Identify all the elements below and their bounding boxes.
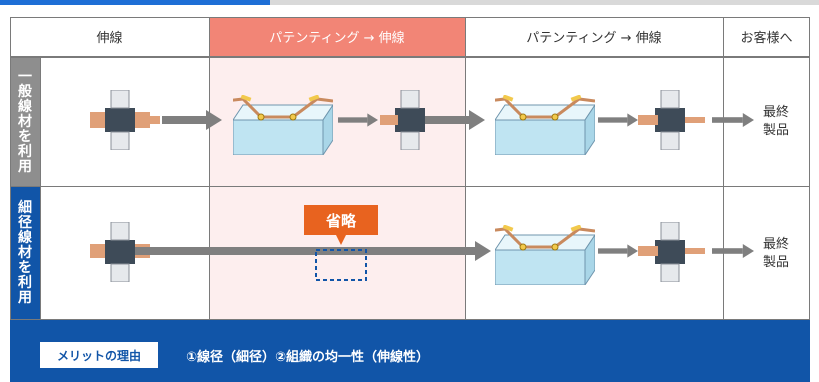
final-product-row2-line1: 最終 bbox=[763, 237, 790, 252]
patenting-bath-3 bbox=[495, 225, 595, 285]
row-label-char: 径 bbox=[18, 215, 32, 231]
column-header-patenting-2: パテンティング → 伸線 bbox=[465, 17, 723, 57]
label-divider bbox=[40, 57, 41, 320]
arrow-2 bbox=[338, 113, 378, 127]
row-label-char: 用 bbox=[18, 290, 32, 306]
row-label-fine-wire: 細径線材を利用 bbox=[10, 187, 40, 320]
drawing-die-3 bbox=[655, 90, 685, 150]
row-label-char: 細 bbox=[18, 200, 32, 216]
merit-reason-text: ①線径（細径）②組織の均一性（伸線性） bbox=[186, 349, 430, 365]
long-arrow-shaft bbox=[135, 247, 475, 255]
drawing-die-5 bbox=[655, 222, 685, 282]
highlight-column-body bbox=[209, 57, 465, 320]
top-bar bbox=[0, 0, 819, 5]
omitted-step-box bbox=[315, 249, 367, 281]
drawing-die-2 bbox=[395, 90, 425, 150]
arrow-4 bbox=[598, 113, 638, 127]
row-divider bbox=[10, 186, 810, 187]
header-divider bbox=[10, 57, 810, 58]
row-label-char: 利 bbox=[18, 275, 32, 291]
drawing-die-4 bbox=[105, 222, 135, 282]
final-product-row2: 最終 製品 bbox=[763, 236, 789, 272]
row-label-char: 利 bbox=[18, 143, 32, 160]
row-label-char: を bbox=[18, 260, 32, 276]
row-label-char: 線 bbox=[18, 230, 32, 246]
arrow-7 bbox=[712, 244, 754, 258]
long-arrow-head bbox=[475, 241, 491, 261]
omit-callout-pointer bbox=[336, 235, 346, 245]
row-label-char: 材 bbox=[18, 245, 32, 261]
diagram-frame bbox=[10, 17, 810, 320]
top-bar-accent bbox=[0, 0, 270, 5]
row1-processes bbox=[90, 90, 754, 155]
highlight-column-header bbox=[209, 17, 465, 57]
row1-label-bg bbox=[10, 57, 40, 187]
final-product-row2-line2: 製品 bbox=[763, 255, 790, 270]
final-product-row1-line1: 最終 bbox=[763, 105, 790, 120]
row-label-char: 用 bbox=[18, 158, 32, 175]
row2-label-bg bbox=[10, 187, 40, 320]
column-header-patenting-1: パテンティング → 伸線 bbox=[209, 17, 465, 57]
patenting-bath-1 bbox=[233, 95, 333, 155]
row2-processes bbox=[90, 222, 754, 285]
col-divider-2 bbox=[465, 17, 466, 320]
final-product-row1: 最終 製品 bbox=[763, 104, 789, 140]
final-product-row1-line2: 製品 bbox=[763, 123, 790, 138]
arrow-1 bbox=[162, 110, 222, 130]
row-label-char: 般 bbox=[18, 83, 32, 100]
arrow-5 bbox=[712, 113, 754, 127]
drawing-die-1 bbox=[105, 90, 135, 150]
row-label-char: を bbox=[18, 128, 32, 145]
row-label-char: 一 bbox=[18, 68, 32, 85]
row-label-char: 線 bbox=[18, 98, 32, 115]
arrow-3 bbox=[425, 110, 485, 130]
col-divider-3 bbox=[723, 17, 724, 320]
col-divider-1 bbox=[209, 17, 210, 320]
patenting-bath-2 bbox=[495, 95, 595, 155]
row-label-char: 材 bbox=[18, 113, 32, 130]
omitted-label: 省略 bbox=[304, 205, 378, 235]
merit-reason-button[interactable]: メリットの理由 bbox=[40, 342, 158, 368]
column-header-drawing: 伸線 bbox=[10, 17, 209, 57]
row-label-general-wire: 一般線材を利用 bbox=[10, 57, 40, 187]
arrow-6 bbox=[598, 244, 638, 258]
column-header-customer: お客様へ bbox=[723, 17, 810, 57]
